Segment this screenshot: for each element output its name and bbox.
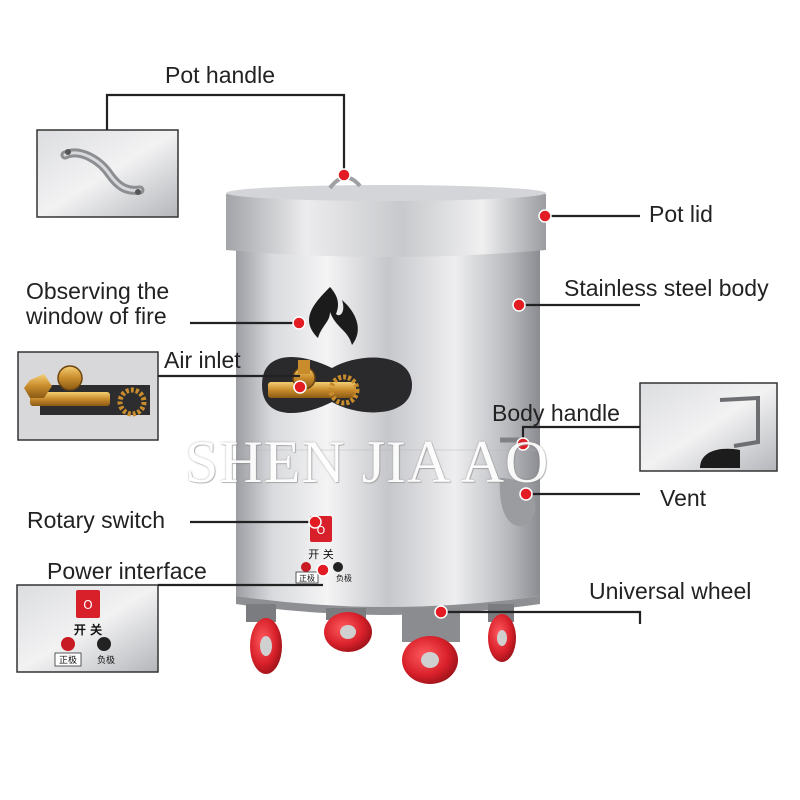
panel-positive-text: 正极 xyxy=(299,573,315,583)
inset-air-inlet xyxy=(17,351,159,441)
flame-window xyxy=(309,287,358,345)
leader-lines xyxy=(105,93,642,624)
marker-power-interface xyxy=(316,563,330,577)
label-pot-handle: Pot handle xyxy=(165,62,275,88)
panel-switch-text: 开 关 xyxy=(308,547,334,561)
inset-negative-text: 负极 xyxy=(97,654,115,666)
label-pot-lid: Pot lid xyxy=(649,201,713,227)
label-power-interface: Power interface xyxy=(47,558,207,584)
label-body-handle: Body handle xyxy=(492,400,620,426)
svg-text:O: O xyxy=(317,524,326,537)
inset-power-interface: O 开 关 正极 负极 xyxy=(16,584,159,673)
marker-universal-wheel xyxy=(434,605,448,619)
inset-pot-handle xyxy=(36,129,179,218)
inset-body-handle xyxy=(639,382,778,472)
control-panel: O 开 关 正极 负极 xyxy=(295,516,352,584)
label-rotary-switch: Rotary switch xyxy=(27,507,166,533)
marker-pot-handle xyxy=(337,168,351,182)
leader-universal-wheel xyxy=(441,610,642,624)
marker-stainless-body xyxy=(512,298,526,312)
watermark-text: SHEN JIA AO xyxy=(185,429,550,495)
marker-pot-lid xyxy=(538,209,552,223)
svg-text:O: O xyxy=(83,598,92,612)
label-observing-line2: window of fire xyxy=(26,303,167,329)
leader-pot-handle xyxy=(105,93,346,172)
marker-body-handle xyxy=(516,437,530,451)
inset-positive-text: 正极 xyxy=(59,654,77,666)
label-universal-wheel: Universal wheel xyxy=(589,578,752,604)
label-air-inlet: Air inlet xyxy=(164,347,241,373)
pot-lid-shape xyxy=(226,175,546,257)
label-vent: Vent xyxy=(660,485,707,511)
marker-rotary-switch xyxy=(308,515,322,529)
markers xyxy=(292,168,552,619)
casters xyxy=(246,604,516,684)
air-inlet-opening xyxy=(262,356,412,414)
label-stainless-body: Stainless steel body xyxy=(564,275,769,301)
inset-switch-text: 开 关 xyxy=(74,622,102,637)
label-observing-line1: Observing the xyxy=(26,278,170,304)
marker-vent xyxy=(519,487,533,501)
panel-negative-text: 负极 xyxy=(336,573,352,583)
marker-observing xyxy=(292,316,306,330)
marker-air-inlet xyxy=(293,380,307,394)
